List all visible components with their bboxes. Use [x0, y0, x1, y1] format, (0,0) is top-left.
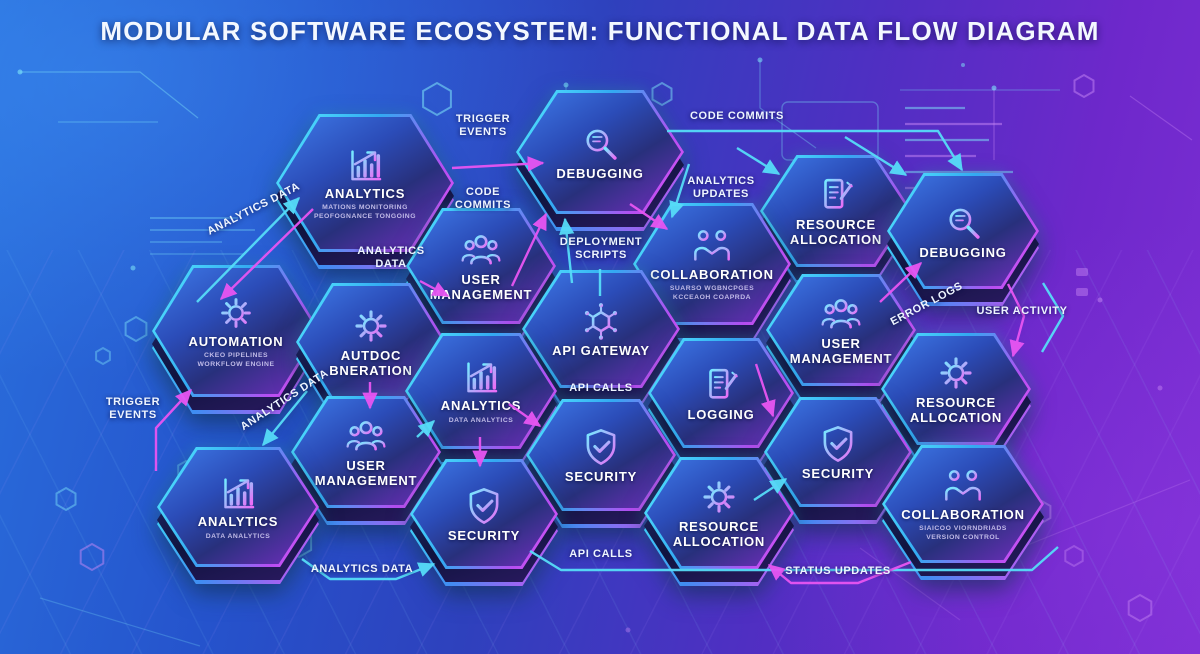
node-analytics-bottom-left: ANALYTICS DATA ANALYTICS [157, 447, 319, 584]
node-label: SECURITY [564, 468, 638, 484]
gear-icon [350, 305, 392, 347]
node-label: SECURITY [801, 465, 875, 481]
node-sublabel: MATIONS MONITORING PEOFOGNANCE TONGOING [313, 204, 416, 221]
node-face [294, 399, 438, 505]
node-security-bottom: SECURITY [410, 459, 558, 586]
node-label: RESOURCE ALLOCATION [909, 395, 1003, 425]
node-collaboration-mid: COLLABORATION SUARSO WGBNCPGES KCCEAOH CO… [633, 203, 791, 342]
node-sublabel: SUARSO WGBNCPGES KCCEAOH COAPRDA [669, 285, 755, 302]
node-label: COLLABORATION [650, 266, 774, 282]
bar-chart-icon [218, 473, 258, 513]
node-label: SECURITY [447, 527, 521, 543]
doc-icon [815, 174, 857, 216]
shield-icon [817, 423, 859, 465]
gear-icon [216, 293, 256, 333]
page-title: MODULAR SOFTWARE ECOSYSTEM: FUNCTIONAL D… [100, 16, 1100, 46]
node-label: DEBUGGING [556, 165, 644, 181]
edge-label: API CALLS [569, 382, 633, 394]
edge-label: API CALLS [569, 548, 633, 560]
bar-chart-icon [345, 145, 385, 185]
node-label: API GATEWAY [552, 342, 650, 358]
handshake-icon [943, 466, 983, 506]
node-label: USER MANAGEMENT [789, 336, 893, 366]
gear-icon [935, 352, 977, 394]
node-label: ANALYTICS [324, 185, 406, 201]
node-face [767, 400, 909, 504]
node-label: COLLABORATION [901, 506, 1025, 522]
node-sublabel: SIAICOO VIORNDRIADS VERSION CONTROL [919, 525, 1007, 542]
node-label: USER MANAGEMENT [314, 458, 418, 488]
node-face [529, 402, 673, 508]
doc-icon [700, 364, 742, 406]
users-icon [345, 415, 387, 457]
node-label: ANALYTICS [440, 398, 522, 414]
node-label: RESOURCE ALLOCATION [672, 519, 766, 549]
node-face [885, 448, 1041, 560]
node-label: USER MANAGEMENT [429, 272, 533, 302]
edge-label: TRIGGER EVENTS [105, 396, 161, 422]
node-face [413, 462, 555, 566]
edge-label: ANALYTICS DATA [357, 245, 425, 271]
edge-label: ANALYTICS UPDATES [687, 175, 755, 201]
users-icon [460, 229, 502, 271]
node-debugging-top: DEBUGGING [516, 90, 684, 231]
node-label: AUTOMATION [188, 333, 284, 349]
node-face [651, 341, 791, 445]
bar-chart-icon [461, 357, 501, 397]
edge-label: CODE COMMITS [454, 186, 512, 212]
node-resource-allocation-right: RESOURCE ALLOCATION [881, 333, 1031, 462]
magnifier-icon [579, 123, 621, 165]
node-sublabel: DATA ANALYTICS [205, 532, 271, 540]
node-analytics-top-left: ANALYTICS MATIONS MONITORING PEOFOGNANCE … [276, 114, 454, 269]
edge-label: CODE COMMITS [690, 110, 784, 122]
gear-icon [698, 476, 740, 518]
node-label: RESOURCE ALLOCATION [789, 217, 883, 247]
node-face [409, 211, 553, 321]
node-sublabel: DATA ANALYTICS [448, 416, 514, 424]
node-security-center: SECURITY [526, 399, 676, 528]
node-sublabel: CKEO PIPELINES WORKFLOW ENGINE [197, 352, 275, 369]
molecule-icon [580, 300, 622, 342]
node-face [279, 117, 451, 249]
edge-label: ANALYTICS DATA [310, 563, 414, 575]
handshake-icon [692, 226, 732, 266]
edge-label: USER ACTIVITY [976, 305, 1068, 317]
node-face [519, 93, 681, 211]
node-resource-allocation-top-right: RESOURCE ALLOCATION [760, 155, 912, 284]
magnifier-icon [942, 202, 984, 244]
node-collaboration-bottom-right: COLLABORATION SIAICOO VIORNDRIADS VERSION… [882, 445, 1044, 580]
shield-icon [463, 485, 505, 527]
node-automation: AUTOMATION CKEO PIPELINES WORKFLOW ENGINE [152, 265, 320, 414]
edge-label: STATUS UPDATES [785, 565, 891, 577]
edge-label: DEPLOYMENT SCRIPTS [559, 236, 643, 262]
node-label: LOGGING [687, 406, 755, 422]
shield-icon [580, 426, 622, 468]
node-label: AUTDOC BNERATION [329, 348, 413, 378]
node-label: DEBUGGING [919, 244, 1007, 260]
node-label: ANALYTICS [197, 514, 279, 530]
users-icon [820, 293, 862, 335]
node-face [763, 158, 909, 264]
edge-label: TRIGGER EVENTS [455, 113, 511, 139]
